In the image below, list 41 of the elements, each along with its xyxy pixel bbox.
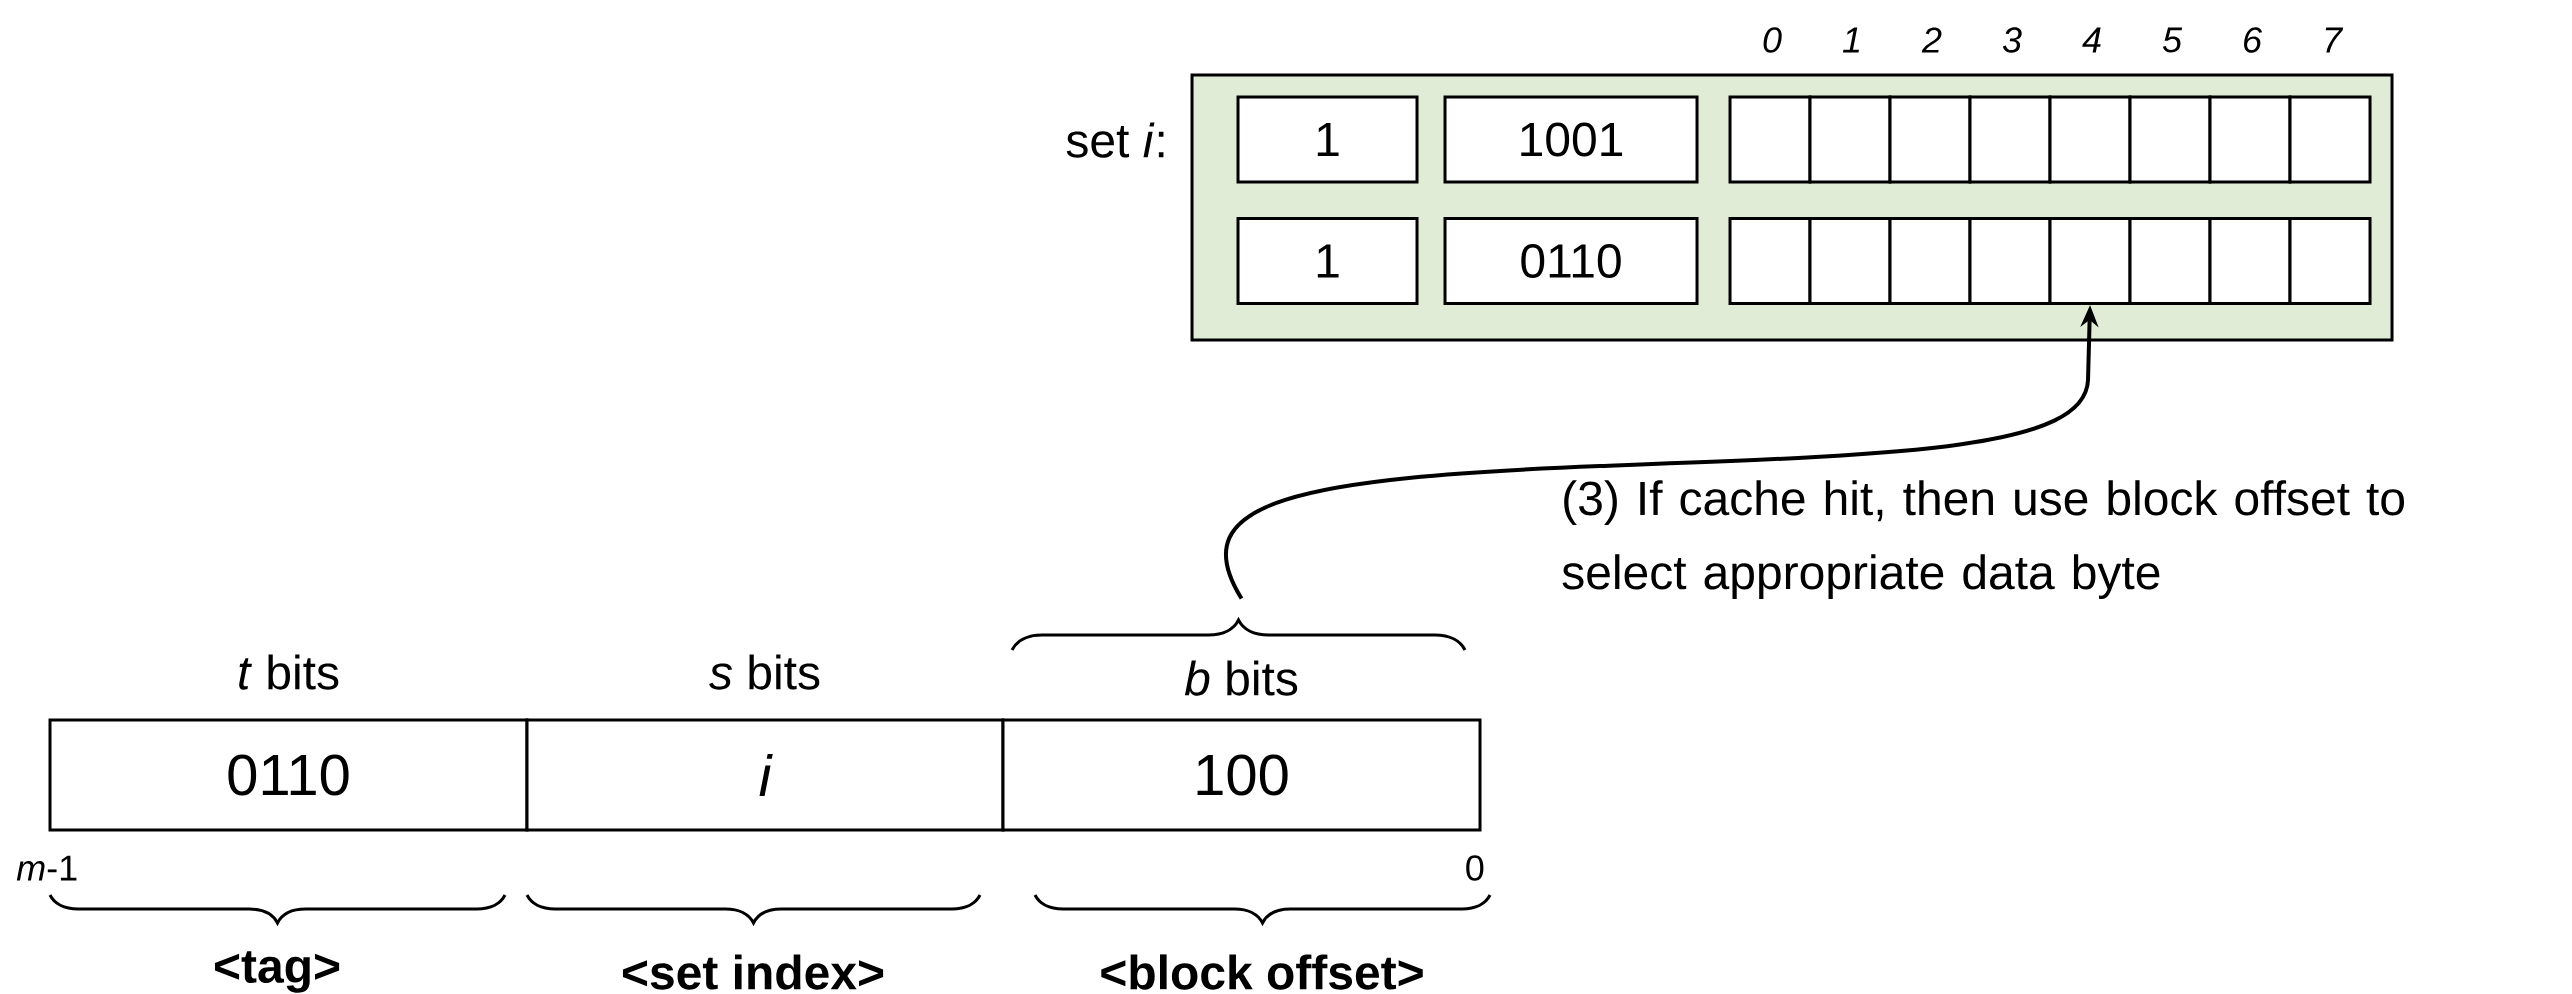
data-byte-cell xyxy=(1808,217,1892,305)
data-byte-cell xyxy=(1968,217,2052,305)
byte-offset-label: 4 xyxy=(2082,27,2101,53)
byte-offset-label: 1 xyxy=(1842,27,1859,53)
byte-offset-label: 2 xyxy=(1921,27,1942,53)
data-byte-cell xyxy=(2288,217,2372,305)
data-byte-cell xyxy=(2288,95,2372,184)
byte-offset-label: 0 xyxy=(1763,27,1782,53)
data-byte-cell xyxy=(1728,217,1812,305)
bit-position-label: 0 xyxy=(1466,855,1484,881)
address-field: 0110 xyxy=(48,718,529,832)
address-field: i xyxy=(525,718,1005,832)
data-byte-cell xyxy=(2208,95,2292,184)
address-field: 100 xyxy=(1001,718,1482,832)
field-name-label: <block offset> xyxy=(1101,954,1423,990)
byte-offset-label: 5 xyxy=(2162,27,2183,53)
byte-offset-label: 6 xyxy=(2244,27,2263,53)
valid-bit-box: 1 xyxy=(1236,217,1419,305)
data-byte-cell xyxy=(2048,95,2132,184)
data-byte-cell xyxy=(1888,217,1972,305)
byte-offset-label: 3 xyxy=(2002,27,2022,53)
field-width-label: t bits xyxy=(239,654,339,690)
data-byte-cell xyxy=(1728,95,1812,184)
valid-bit-box: 1 xyxy=(1236,95,1419,184)
tag-box: 0110 xyxy=(1443,217,1699,305)
data-byte-cell xyxy=(2208,217,2292,305)
data-byte-cell xyxy=(2128,217,2212,305)
bit-position-label: m-1 xyxy=(16,855,77,881)
data-byte-cell xyxy=(1808,95,1892,184)
field-name-label: <tag> xyxy=(215,951,340,993)
edge-label: (3) If cache hit, then use block offset to select appropriate data byte xyxy=(1562,480,2404,599)
data-byte-cell xyxy=(2048,217,2132,305)
data-byte-cell xyxy=(1888,95,1972,184)
byte-offset-label: 7 xyxy=(2325,27,2344,53)
data-byte-cell xyxy=(2128,95,2212,184)
tag-box: 1001 xyxy=(1443,95,1699,184)
set-label: set i: xyxy=(1066,122,1164,158)
field-name-label: <set index> xyxy=(622,954,884,990)
field-width-label: s bits xyxy=(709,654,820,690)
data-byte-cell xyxy=(1968,95,2052,184)
field-width-label: b bits xyxy=(1184,660,1298,696)
